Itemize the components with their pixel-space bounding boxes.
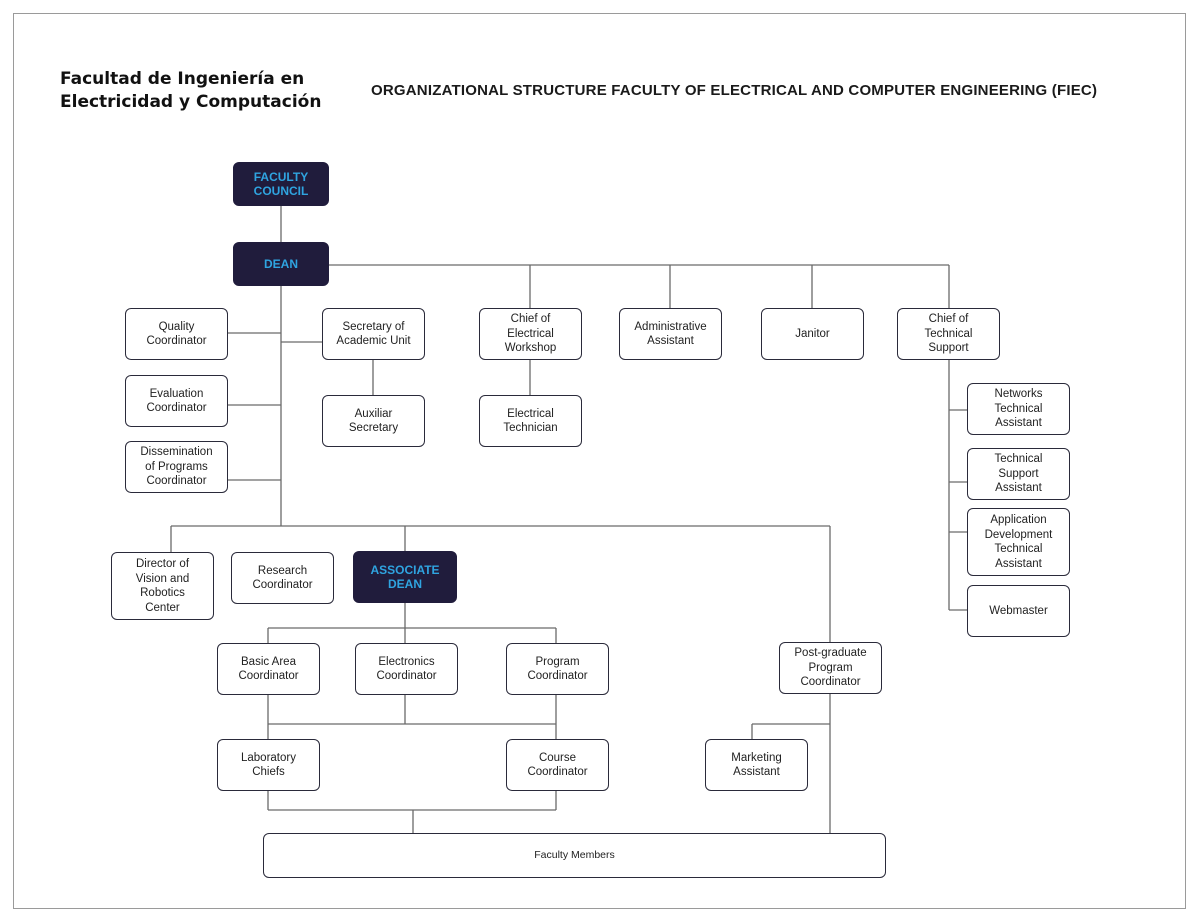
page-frame [13,13,1186,909]
node-janitor: Janitor [761,308,864,360]
node-chief-technical-support: Chief of Technical Support [897,308,1000,360]
node-secretary-academic-unit: Secretary of Academic Unit [322,308,425,360]
node-quality-coordinator: Quality Coordinator [125,308,228,360]
node-administrative-assistant: Administrative Assistant [619,308,722,360]
node-electrical-technician: Electrical Technician [479,395,582,447]
node-course-coordinator: Course Coordinator [506,739,609,791]
node-application-development-assistant: Application Development Technical Assist… [967,508,1070,576]
node-technical-support-assistant: Technical Support Assistant [967,448,1070,500]
node-webmaster: Webmaster [967,585,1070,637]
node-dissemination-coordinator: Dissemination of Programs Coordinator [125,441,228,493]
chart-title: ORGANIZATIONAL STRUCTURE FACULTY OF ELEC… [371,82,1098,99]
node-electronics-coordinator: Electronics Coordinator [355,643,458,695]
node-laboratory-chiefs: Laboratory Chiefs [217,739,320,791]
node-associate-dean: ASSOCIATE DEAN [353,551,457,603]
node-auxiliar-secretary: Auxiliar Secretary [322,395,425,447]
node-research-coordinator: Research Coordinator [231,552,334,604]
node-marketing-assistant: Marketing Assistant [705,739,808,791]
node-chief-electrical-workshop: Chief of Electrical Workshop [479,308,582,360]
node-postgraduate-program-coordinator: Post-graduate Program Coordinator [779,642,882,694]
node-program-coordinator: Program Coordinator [506,643,609,695]
node-basic-area-coordinator: Basic Area Coordinator [217,643,320,695]
node-evaluation-coordinator: Evaluation Coordinator [125,375,228,427]
node-dean: DEAN [233,242,329,286]
node-networks-technical-assistant: Networks Technical Assistant [967,383,1070,435]
node-faculty-members: Faculty Members [263,833,886,878]
node-director-vision-robotics: Director of Vision and Robotics Center [111,552,214,620]
node-faculty-council: FACULTY COUNCIL [233,162,329,206]
faculty-logo-text: Facultad de Ingeniería en Electricidad y… [60,69,322,112]
